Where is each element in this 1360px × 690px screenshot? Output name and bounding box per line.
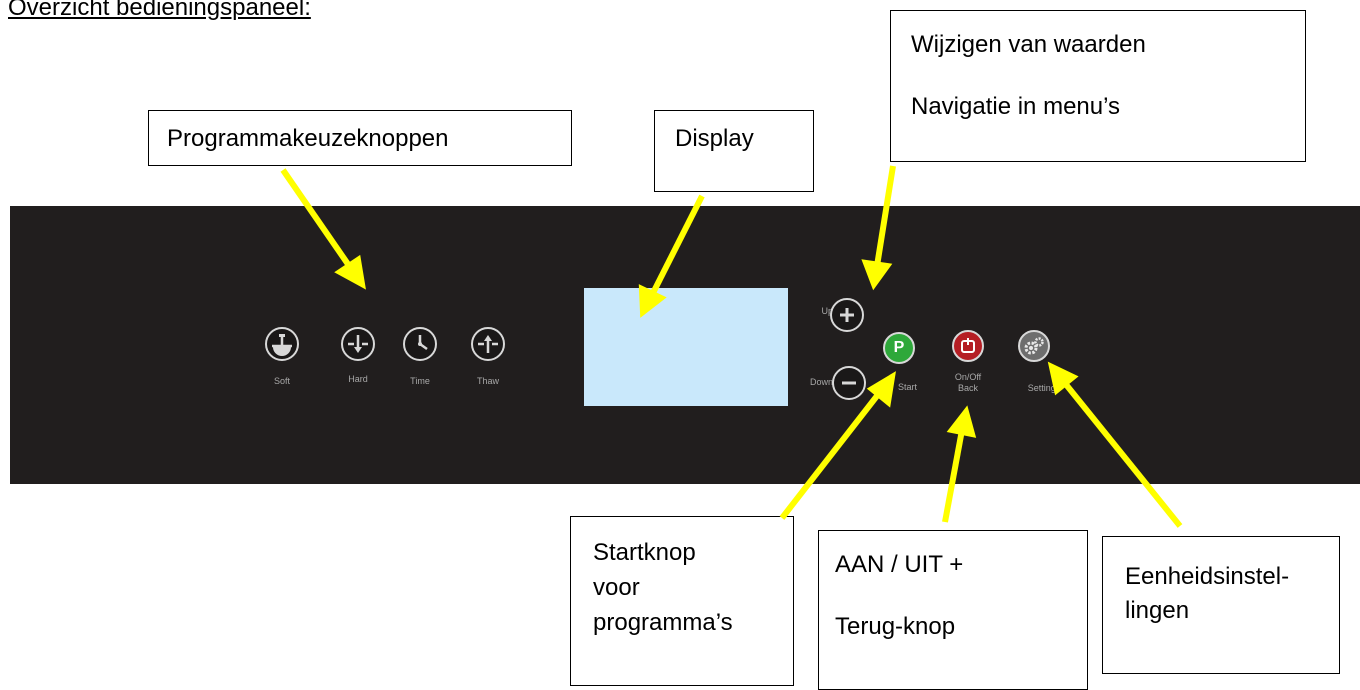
time-button[interactable]	[403, 327, 437, 361]
plus-icon	[840, 308, 854, 322]
thaw-button[interactable]	[471, 327, 505, 361]
callout-start-line3: programma’s	[593, 609, 733, 636]
down-label: Down	[809, 377, 833, 387]
hard-button[interactable]	[341, 327, 375, 361]
minus-icon	[842, 381, 856, 385]
callout-units: Eenheidsinstel- lingen	[1102, 536, 1340, 674]
start-label: Start	[897, 382, 917, 392]
thaw-label: Thaw	[476, 376, 499, 386]
thaw-icon	[478, 335, 498, 353]
callout-start: Startknop voor programma’s	[570, 516, 794, 686]
gears-icon	[1024, 337, 1044, 355]
callout-program-text: Programmakeuzeknoppen	[167, 125, 449, 152]
callout-display: Display	[654, 110, 814, 192]
up-label: Up	[821, 306, 833, 316]
clock-icon	[418, 335, 428, 351]
soft-button[interactable]	[265, 327, 299, 361]
callout-values: Wijzigen van waarden Navigatie in menu’s	[890, 10, 1306, 162]
power-icon	[961, 338, 975, 353]
settings-button[interactable]	[1018, 330, 1050, 362]
hard-label: Hard	[348, 374, 368, 384]
callout-units-line2: lingen	[1125, 597, 1190, 624]
power-button[interactable]	[952, 330, 984, 362]
back-label: Back	[957, 383, 978, 393]
callout-units-line1: Eenheidsinstel-	[1125, 563, 1290, 590]
callout-onoff-line2: Terug-knop	[835, 613, 956, 640]
start-button[interactable]: P	[883, 332, 915, 364]
callout-start-line1: Startknop	[593, 539, 696, 566]
settings-label: Settings	[1027, 383, 1061, 393]
callout-onoff: AAN / UIT + Terug-knop	[818, 530, 1088, 690]
callout-values-line1: Wijzigen van waarden	[911, 31, 1146, 58]
up-button[interactable]	[830, 298, 864, 332]
callout-values-line2: Navigatie in menu’s	[911, 93, 1121, 120]
down-button[interactable]	[832, 366, 866, 400]
callout-program-buttons: Programmakeuzeknoppen	[148, 110, 572, 166]
soft-egg-icon	[272, 334, 292, 356]
page-title: Overzicht bedieningspaneel:	[8, 0, 311, 21]
soft-label: Soft	[273, 376, 290, 386]
lcd-display	[584, 288, 788, 406]
time-label: Time	[410, 376, 430, 386]
control-panel: Soft Hard Time Thaw Up Dow	[10, 206, 1360, 484]
callout-display-text: Display	[675, 125, 754, 152]
onoff-label: On/Off	[954, 372, 982, 382]
callout-start-line2: voor	[593, 574, 640, 601]
hard-egg-icon	[348, 335, 368, 353]
callout-onoff-line1: AAN / UIT +	[835, 551, 964, 578]
start-letter: P	[893, 339, 905, 356]
